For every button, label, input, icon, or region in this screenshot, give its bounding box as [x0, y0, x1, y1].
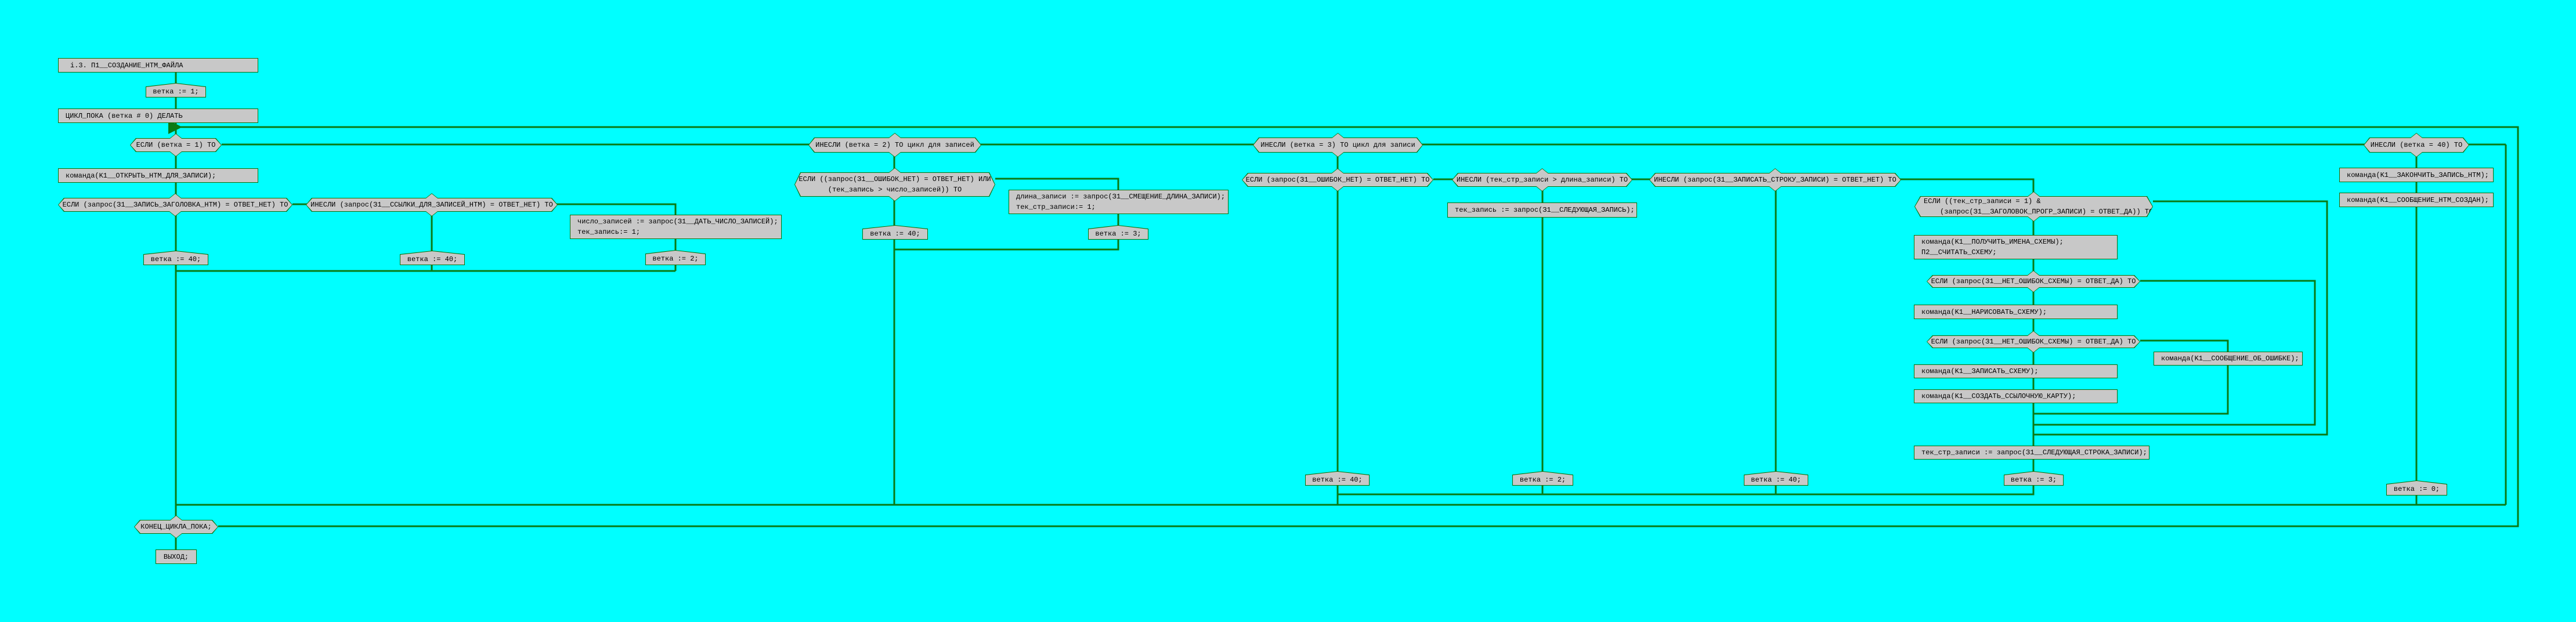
draw-scheme-block: команда(K1__НАРИСОВАТЬ_СХЕМУ);: [1914, 305, 2118, 319]
assign-block: ветка := 1;: [146, 83, 206, 97]
condition-text: ИНЕСЛИ (ветка = 40) ТО: [2370, 141, 2463, 149]
scheme-names-block: команда(K1__ПОЛУЧИТЬ_ИМЕНА_СХЕМЫ); П2__СЧ…: [1914, 235, 2118, 259]
assign-text: ветка := 2;: [652, 255, 699, 263]
assign-block: ветка := 2;: [1512, 471, 1573, 486]
error-message-block: команда(K1__СООБЩЕНИЕ_ОБ_ОШИБКЕ);: [2154, 352, 2303, 366]
assign-block: ветка := 40;: [1305, 471, 1370, 486]
command-text: команда(K1__СООБЩЕНИЕ_ОБ_ОШИБКЕ);: [2161, 355, 2299, 363]
loop-return: [168, 120, 2519, 527]
assign-block: ветка := 3;: [2004, 471, 2064, 486]
condition-text: ЕСЛИ (запрос(З1__НЕТ_ОШИБОК_СХЕМЫ) = ОТВ…: [1931, 277, 2136, 285]
created-message-block: команда(K1__СООБЩЕНИЕ_НТМ_СОЗДАН);: [2339, 193, 2494, 207]
command-text: П2__СЧИТАТЬ_СХЕМУ;: [1921, 248, 1997, 256]
assign-block: ветка := 0;: [2386, 480, 2447, 496]
command-text: команда(K1__ЗАКОНЧИТЬ_ЗАПИСЬ_НТМ);: [2347, 171, 2489, 179]
assign-text: ветка := 40;: [1312, 475, 1363, 484]
command-block: команда(K1__ОТКРЫТЬ_НТМ_ДЛЯ_ЗАПИСИ);: [58, 168, 258, 183]
next-line-block: тек_стр_записи := запрос(З1__СЛЕДУЮЩАЯ_С…: [1914, 446, 2149, 460]
condition-text: ИНЕСЛИ (запрос(З1__ССЫЛКИ_ДЛЯ_ЗАПИСЕЙ_НТ…: [310, 201, 553, 209]
exit-block: ВЫХОД;: [156, 549, 197, 564]
assign-text: ветка := 1;: [153, 87, 199, 96]
while-loop-text: ЦИКЛ_ПОКА (ветка # 0) ДЕЛАТЬ: [66, 111, 183, 120]
procedure-title: i.3. П1__СОЗДАНИЕ_НТМ_ФАЙЛА: [58, 58, 258, 73]
command-text: тек_запись:= 1;: [577, 228, 641, 236]
command-text: команда(K1__ЗАПИСАТЬ_СХЕМУ);: [1921, 367, 2039, 375]
assign-block: ветка := 2;: [645, 250, 706, 265]
assign-block: ветка := 3;: [1088, 225, 1148, 240]
exit-text: ВЫХОД;: [163, 552, 189, 561]
condition-text: (тек_запись > число_записей)) ТО: [828, 186, 962, 194]
command-text: длина_записи := запрос(З1__СМЕЩЕНИЕ_ДЛИН…: [1016, 193, 1226, 201]
assign-text: ветка := 40;: [150, 255, 201, 263]
b3-first-else: [2033, 200, 2328, 436]
assign-block: ветка := 40;: [400, 251, 465, 265]
condition-text: ИНЕСЛИ (ветка = 2) ТО цикл для записей: [815, 141, 974, 149]
while-loop-block: ЦИКЛ_ПОКА (ветка # 0) ДЕЛАТЬ: [58, 109, 258, 123]
next-record-block: тек_запись := запрос(З1__СЛЕДУЮЩАЯ_ЗАПИС…: [1447, 202, 1637, 218]
condition-text: ИНЕСЛИ (запрос(З1__ЗАПИСАТЬ_СТРОКУ_ЗАПИС…: [1654, 176, 1896, 184]
assign-text: ветка := 3;: [2010, 475, 2057, 484]
command-text: тек_запись := запрос(З1__СЛЕДУЮЩАЯ_ЗАПИС…: [1455, 206, 1635, 214]
command-text: команда(K1__СОЗДАТЬ_ССЫЛОЧНУЮ_КАРТУ);: [1921, 392, 2076, 400]
b2-else-line: [894, 178, 1119, 251]
end-loop-text: КОНЕЦ_ЦИКЛА_ПОКА;: [140, 523, 212, 531]
assign-block: ветка := 40;: [862, 225, 928, 240]
assign-block: ветка := 40;: [143, 251, 208, 265]
command-text: команда(K1__ОТКРЫТЬ_НТМ_ДЛЯ_ЗАПИСИ);: [66, 171, 216, 180]
command-text: команда(K1__НАРИСОВАТЬ_СХЕМУ);: [1921, 308, 2047, 316]
condition-text: ЕСЛИ (запрос(З1__НЕТ_ОШИБОК_СХЕМЫ) = ОТВ…: [1931, 338, 2136, 346]
assign-text: ветка := 40;: [870, 229, 920, 238]
condition-text: ЕСЛИ (запрос(З1__ЗАПИСЬ_ЗАГОЛОВКА_НТМ) =…: [62, 201, 288, 209]
command-text: число_записей := запрос(З1__ДАТЬ_ЧИСЛО_З…: [577, 218, 778, 226]
save-scheme-block: команда(K1__ЗАПИСАТЬ_СХЕМУ);: [1914, 364, 2118, 378]
b3-ok2-else: [2033, 339, 2229, 415]
finish-write-block: команда(K1__ЗАКОНЧИТЬ_ЗАПИСЬ_НТМ);: [2339, 168, 2494, 182]
command-text: команда(K1__ПОЛУЧИТЬ_ИМЕНА_СХЕМЫ);: [1921, 238, 2064, 246]
condition-text: ЕСЛИ ((запрос(З1__ОШИБОК_НЕТ) = ОТВЕТ_НЕ…: [799, 175, 991, 183]
condition-text: ИНЕСЛИ (ветка = 3) ТО цикл для записи: [1260, 141, 1415, 149]
length-block: длина_записи := запрос(З1__СМЕЩЕНИЕ_ДЛИН…: [1009, 190, 1229, 214]
count-block: число_записей := запрос(З1__ДАТЬ_ЧИСЛО_З…: [570, 215, 782, 239]
b3-ok1-else: [2033, 280, 2316, 426]
condition-text: ЕСЛИ ((тек_стр_записи = 1) &: [1924, 197, 2041, 205]
condition-records-end: ЕСЛИ ((запрос(З1__ОШИБОК_НЕТ) = ОТВЕТ_НЕ…: [794, 168, 995, 201]
assign-text: ветка := 40;: [407, 255, 458, 263]
command-text: команда(K1__СООБЩЕНИЕ_НТМ_СОЗДАН);: [2347, 196, 2489, 204]
procedure-title-text: i.3. П1__СОЗДАНИЕ_НТМ_ФАЙЛА: [70, 61, 183, 70]
condition-text: ИНЕСЛИ (тек_стр_записи > длина_записи) Т…: [1456, 176, 1628, 184]
condition-text: (запрос(З1__ЗАГОЛОВОК_ПРОГР_ЗАПИСИ) = ОТ…: [1940, 208, 2154, 216]
create-map-block: команда(K1__СОЗДАТЬ_ССЫЛОЧНУЮ_КАРТУ);: [1914, 389, 2118, 403]
command-text: тек_стр_записи:= 1;: [1016, 203, 1096, 211]
condition-text: ЕСЛИ (запрос(З1__ОШИБОК_НЕТ) = ОТВЕТ_НЕТ…: [1245, 176, 1430, 184]
condition-text: ЕСЛИ (ветка = 1) ТО: [136, 141, 216, 149]
assign-text: ветка := 3;: [1095, 229, 1141, 238]
assign-block: ветка := 40;: [1744, 471, 1808, 486]
condition-first-line: ЕСЛИ ((тек_стр_записи = 1) & (запрос(З1__…: [1914, 191, 2153, 222]
assign-text: ветка := 40;: [1751, 475, 1801, 484]
assign-text: ветка := 0;: [2393, 485, 2440, 493]
command-text: тек_стр_записи := запрос(З1__СЛЕДУЮЩАЯ_С…: [1921, 449, 2147, 457]
assign-text: ветка := 2;: [1519, 475, 1566, 484]
